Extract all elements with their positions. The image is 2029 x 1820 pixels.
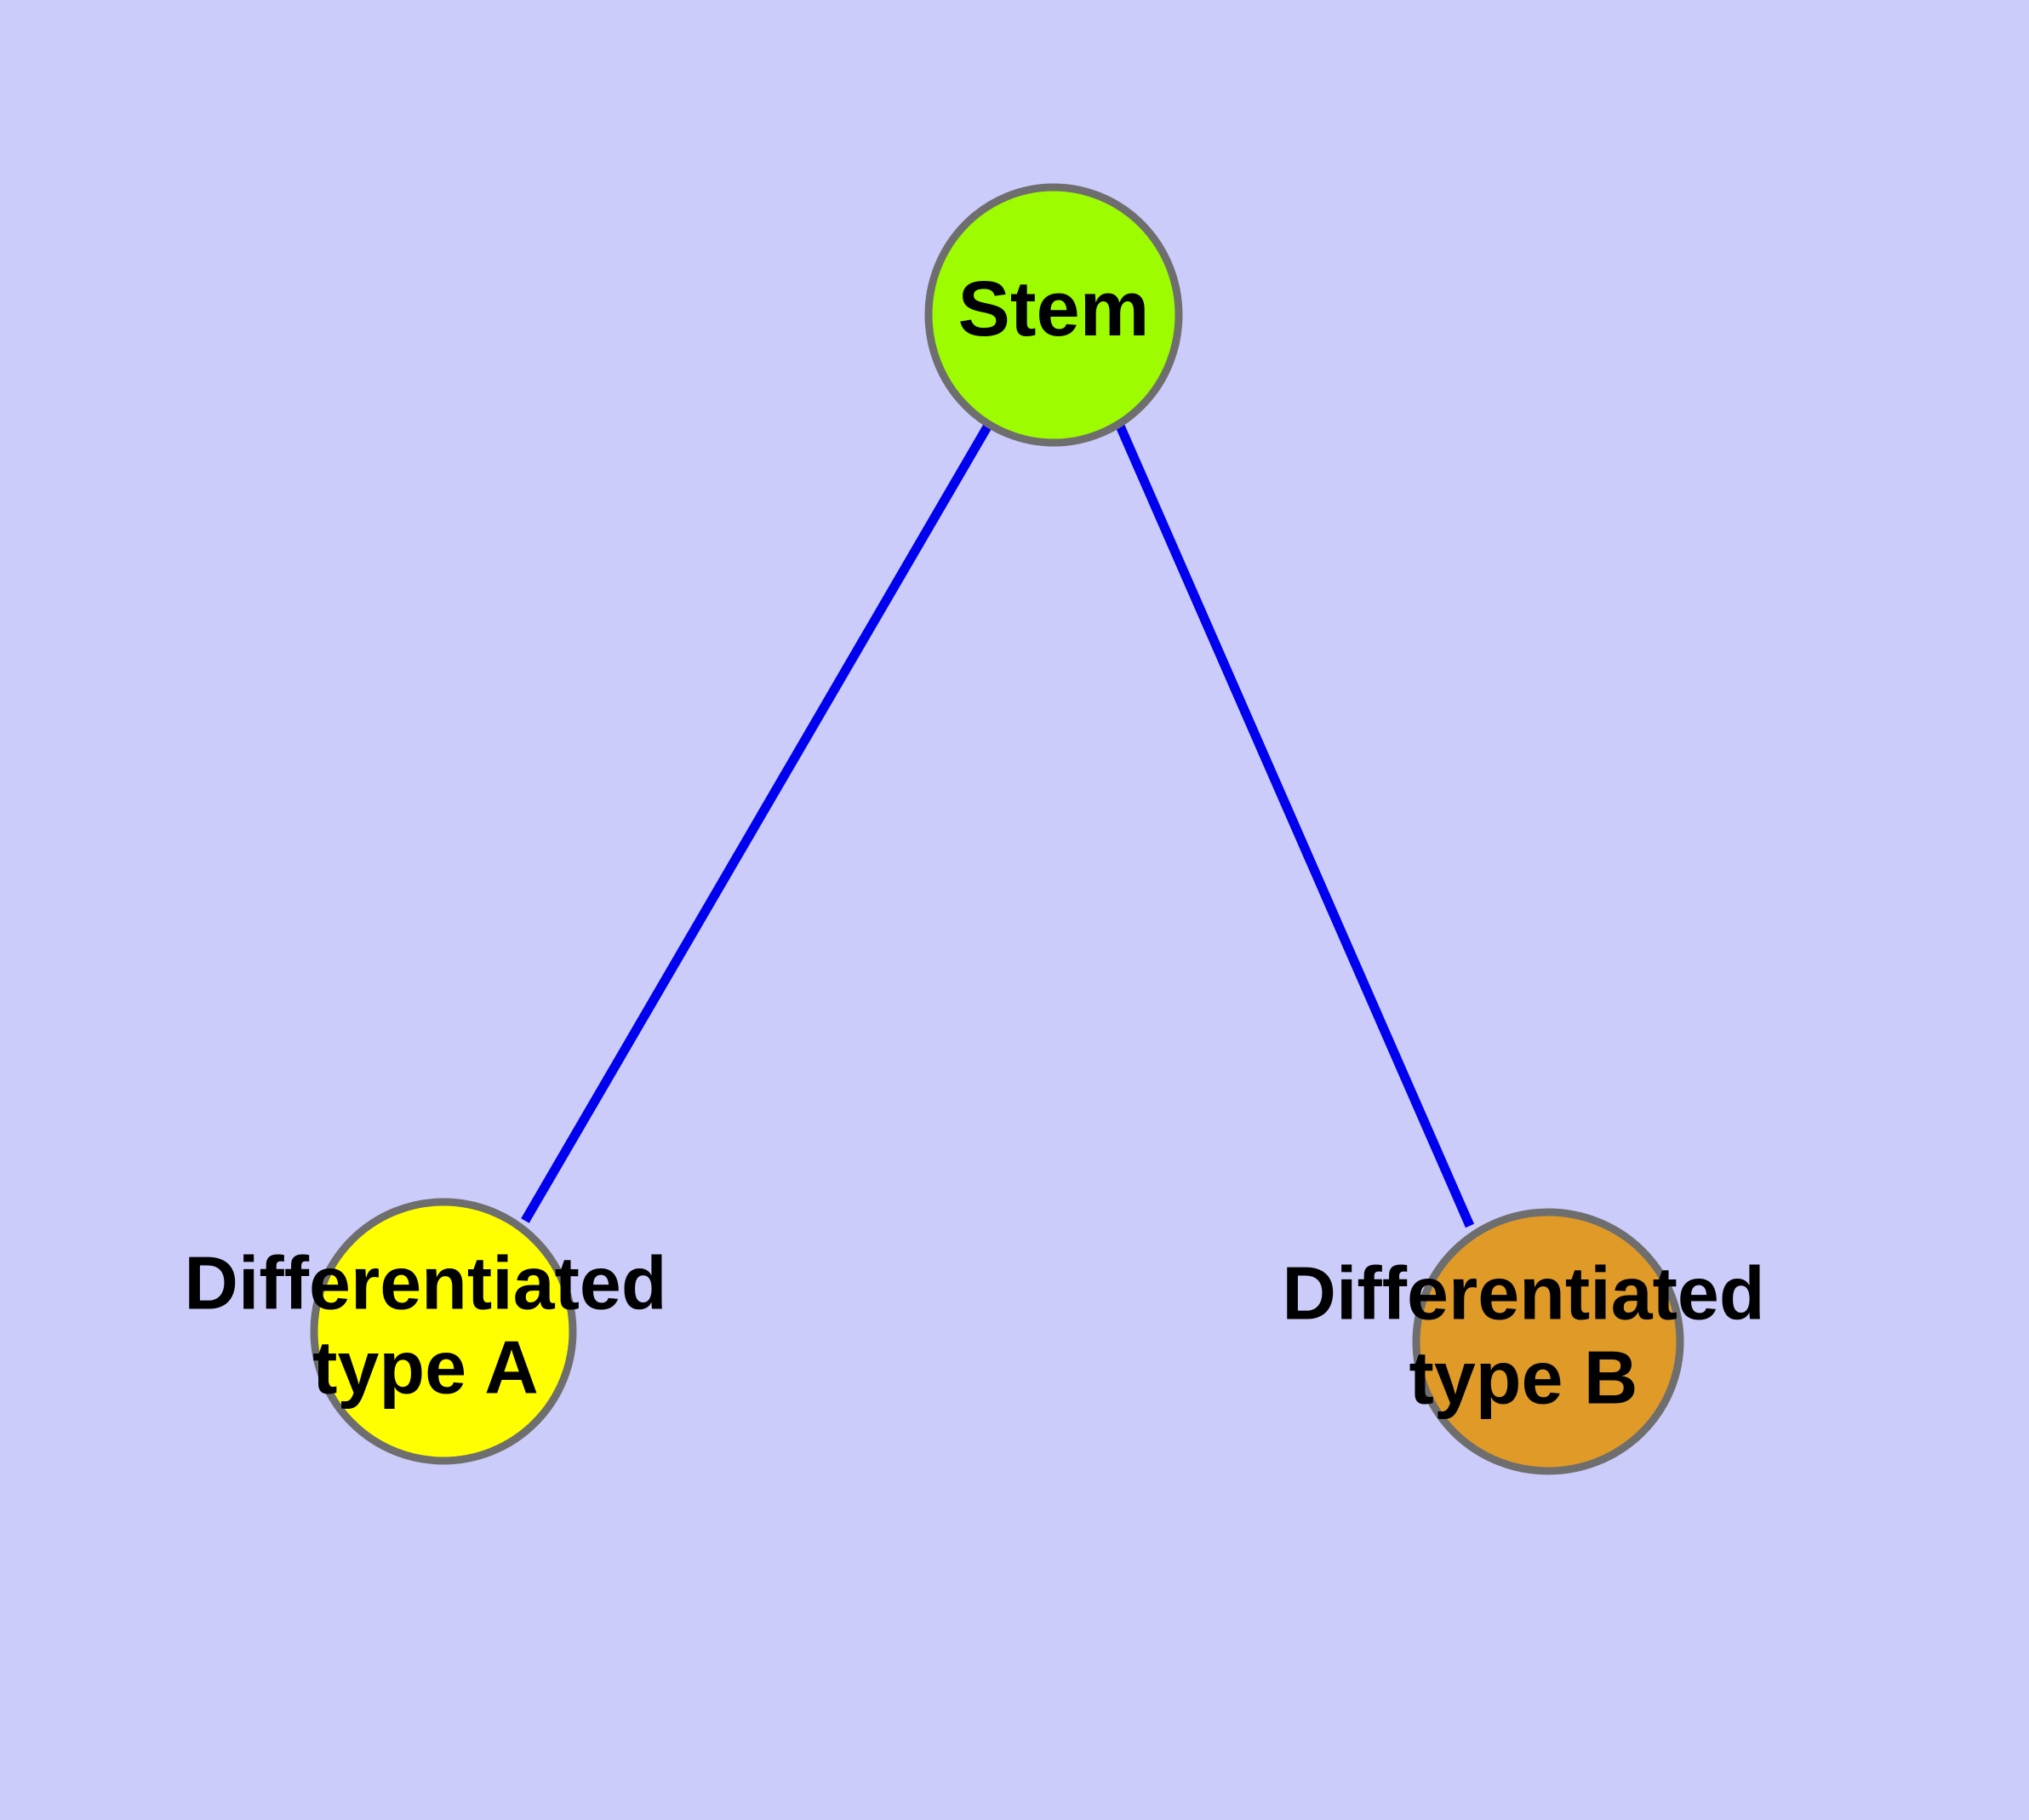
edge-layer (521, 421, 1475, 1228)
node-differentiated-type-a[interactable] (310, 1198, 577, 1465)
node-differentiated-type-b[interactable] (1412, 1208, 1684, 1475)
edge-stem-to-differentiated-type-a[interactable] (521, 421, 993, 1223)
node-differentiated-type-a-circle[interactable] (310, 1198, 577, 1465)
node-differentiated-type-b-circle[interactable] (1412, 1208, 1684, 1475)
node-stem-label: Stem (958, 266, 1150, 352)
edge-stem-to-differentiated-type-b[interactable] (1114, 421, 1475, 1228)
node-layer (310, 183, 1684, 1475)
node-stem[interactable] (924, 183, 1183, 447)
node-stem-circle[interactable] (924, 183, 1183, 447)
